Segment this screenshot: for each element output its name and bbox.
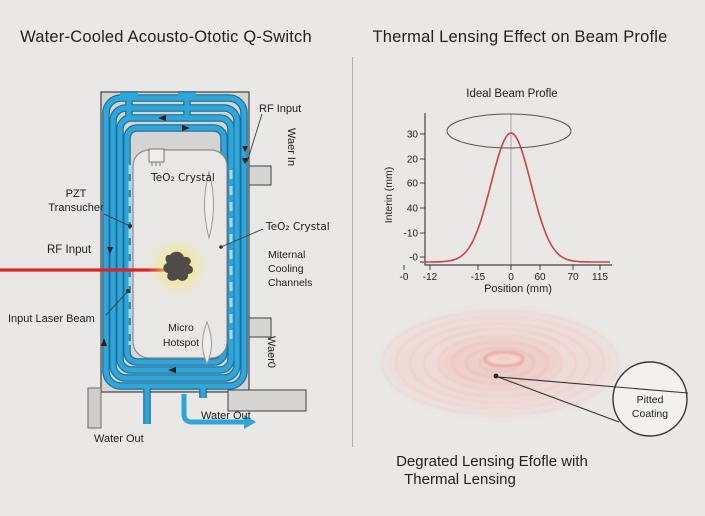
y-tick: -10 — [404, 229, 419, 240]
acoustic-horn-lower — [202, 320, 212, 366]
callout-line-upper — [497, 376, 689, 394]
cooling-channels-label-line1: Miternal — [268, 249, 305, 261]
acoustic-horn-upper — [204, 170, 214, 240]
rf-input-left-label: RF Input — [47, 244, 92, 256]
x-axis-label: Position (mm) — [484, 283, 552, 295]
water-out-vertical-label: Waer0 — [265, 336, 277, 368]
micro-hotspot-label-line2: Hotspot — [163, 337, 199, 349]
y-tick: 20 — [407, 155, 419, 166]
pitted-label-line2: Coating — [632, 408, 668, 420]
x-tick: 115 — [592, 272, 608, 283]
pzt-label-line2: Transucher — [48, 202, 104, 214]
x-tick: -12 — [423, 272, 438, 283]
water-in-label: Waer In — [285, 128, 297, 166]
callout-dot — [493, 373, 499, 379]
pzt-component — [148, 148, 165, 166]
water-out-right-label: Water Out — [201, 410, 251, 422]
right-panel-title: Thermal Lensing Effect on Beam Profle — [372, 28, 667, 46]
left-panel-title: Water-Cooled Acousto-Ototic Q-Switch — [20, 28, 312, 46]
left-post — [87, 387, 102, 429]
caption-line2: Thermal Lensing — [404, 471, 516, 488]
y-tick-labels: 30 20 60 40 -10 -0 — [404, 130, 419, 264]
micro-hotspot — [152, 241, 204, 293]
bottom-foot — [227, 389, 307, 412]
x-tick: -15 — [471, 272, 486, 283]
x-tick: 0 — [508, 272, 514, 283]
right-tab-upper — [248, 165, 272, 186]
caption-line1: Degrated Lensing Efofle with — [396, 453, 588, 470]
y-tick: 60 — [407, 179, 419, 190]
teo2-right-label: TeO₂ Crystal — [265, 221, 330, 233]
cooling-channels-label-line2: Cooling — [268, 263, 304, 275]
x-tick: 70 — [567, 272, 579, 283]
qswitch-diagram: Water-Cooled Acousto-Ototic Q-Switch — [0, 28, 330, 445]
ideal-beam-chart: Ideal Beam Profle 30 20 60 40 -10 -0 -0 … — [383, 88, 612, 295]
y-tick: -0 — [409, 253, 418, 264]
x-tick: -0 — [400, 272, 409, 283]
magnifier-circle — [612, 361, 688, 437]
chart-axes — [424, 113, 612, 266]
callout-line-lower — [497, 376, 620, 423]
micro-hotspot-label-line1: Micro — [168, 322, 194, 334]
y-tick: 30 — [407, 130, 419, 141]
thermal-lensing-panel: Thermal Lensing Effect on Beam Profle Id… — [372, 28, 689, 488]
panel-divider — [352, 57, 353, 447]
y-tick-marks — [420, 133, 425, 258]
x-tick-marks — [403, 265, 601, 270]
y-axis-label: Interin (mm) — [383, 167, 395, 224]
dashed-coolant-lines — [128, 165, 233, 345]
gaussian-beam-curve — [420, 132, 610, 263]
rf-input-top-label: RF Input — [259, 103, 301, 115]
right-tab-lower — [248, 317, 272, 338]
water-out-left-label: Water Out — [94, 433, 144, 445]
pitted-coating-callout: Pitted Coating — [493, 361, 689, 437]
teo2-top-label: TeO₂ Crystal — [150, 172, 215, 184]
cooling-channels-label-line3: Channels — [268, 277, 312, 289]
flow-arrows — [101, 115, 248, 373]
water-out-arrow — [181, 394, 256, 429]
pzt-label-line1: PZT — [66, 188, 87, 200]
x-tick-labels: -0 -12 -15 0 60 70 115 — [400, 272, 609, 283]
y-tick: 40 — [407, 204, 419, 215]
pitted-label-line1: Pitted — [637, 394, 664, 406]
input-laser-beam-label: Input Laser Beam — [8, 313, 95, 325]
chart-title: Ideal Beam Profle — [466, 88, 557, 100]
ideal-beam-ellipse — [446, 113, 572, 149]
degraded-beam-profile — [381, 310, 619, 416]
annotation-pointers — [103, 113, 264, 316]
x-tick: 60 — [534, 272, 546, 283]
